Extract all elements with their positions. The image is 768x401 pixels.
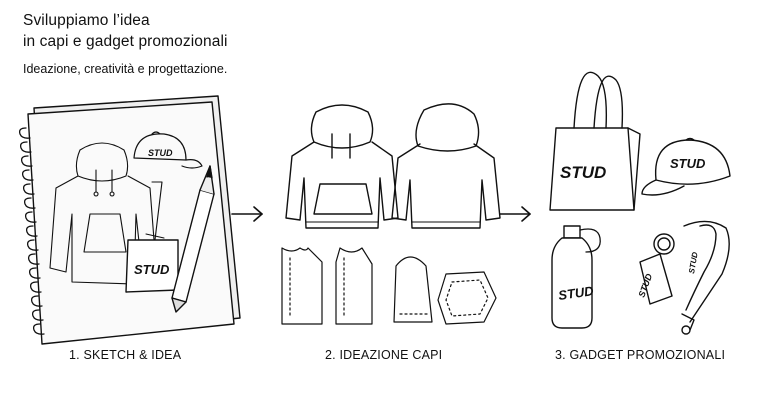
lanyard (681, 220, 730, 335)
spiral-binding (18, 127, 45, 335)
arrow-right-icon (499, 206, 531, 222)
tote-bag (549, 71, 641, 211)
pattern-pocket (437, 271, 497, 325)
hoodie-back (391, 103, 501, 229)
lanyard-logo: STUD (687, 251, 700, 274)
keychain (639, 233, 675, 305)
sketch-cap (133, 131, 203, 169)
title-line-1: Sviluppiamo l’idea (23, 12, 150, 29)
step-2-label: 2. IDEAZIONE CAPI (325, 348, 443, 362)
page-subtitle: Ideazione, creatività e progettazione. (23, 62, 228, 76)
sketch-cap-logo: STUD (148, 148, 173, 158)
hoodie-front (285, 104, 399, 229)
water-bottle (551, 225, 601, 329)
baseball-cap (641, 137, 731, 196)
sketchbook-illustration: STUD STUD (18, 95, 241, 345)
pattern-sleeve (393, 256, 433, 323)
pencil (171, 165, 215, 313)
arrow-right-icon (231, 206, 263, 222)
cap-logo: STUD (670, 156, 706, 171)
pattern-pieces (281, 247, 497, 325)
bottle-logo: STUD (557, 283, 595, 303)
sketch-pen-cup (145, 181, 165, 249)
pattern-back (335, 247, 373, 325)
step-1-label: 1. SKETCH & IDEA (69, 348, 182, 362)
title-line-2: in capi e gadget promozionali (23, 33, 228, 50)
tote-logo: STUD (560, 163, 606, 182)
pattern-front (281, 247, 323, 325)
step-3-label: 3. GADGET PROMOZIONALI (555, 348, 726, 362)
page-title: Sviluppiamo l’idea in capi e gadget prom… (23, 10, 228, 52)
sketch-tag-logo: STUD (134, 262, 170, 277)
